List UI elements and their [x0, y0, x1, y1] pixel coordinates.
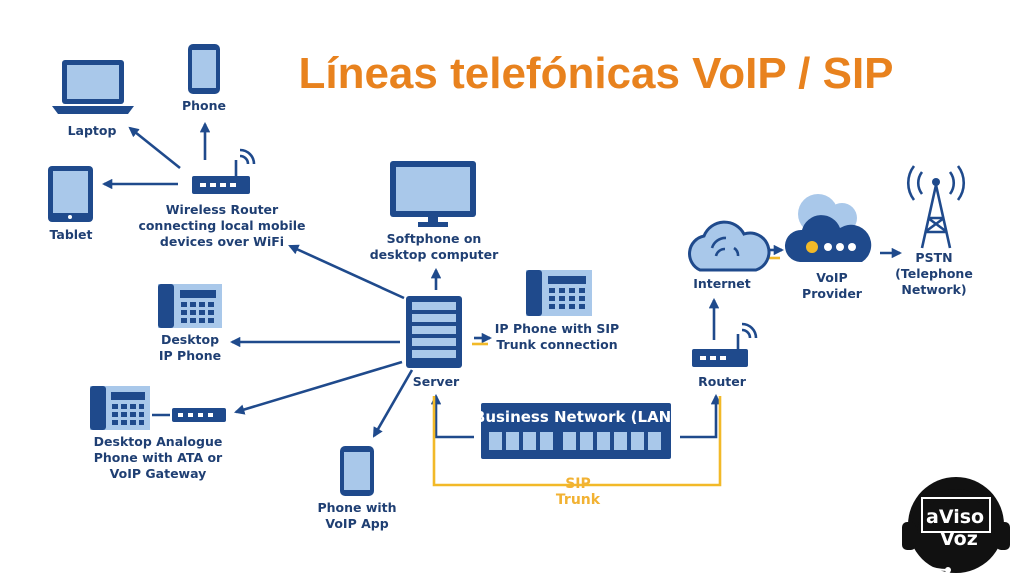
sip-trunk-label-2: Trunk	[556, 492, 601, 508]
arrow-server-to-wireless-router	[288, 244, 405, 300]
monitor-icon	[390, 161, 476, 227]
connector-lines	[101, 121, 903, 439]
tablet-icon	[48, 166, 93, 222]
business-network-label: Business Network (LAN)	[474, 408, 678, 426]
internet-label: Internet	[693, 276, 751, 291]
smartphone-icon	[188, 44, 220, 94]
ata-gateway-icon	[172, 408, 226, 422]
desk-phone-icon	[526, 270, 592, 316]
softphone-label-1: Softphone on	[387, 231, 482, 246]
ip-phone-sip-label-1: IP Phone with SIP	[495, 321, 619, 336]
arrow-server-to-phone-app	[372, 369, 414, 438]
analogue-label-3: VoIP Gateway	[110, 466, 207, 481]
voip-provider-label-2: Provider	[802, 286, 863, 301]
server-icon	[406, 296, 462, 368]
wireless-router-label-3: devices over WiFi	[160, 234, 284, 249]
wireless-router-icon	[192, 148, 256, 194]
business-network-lan	[481, 403, 671, 459]
arrow-lan-to-server	[430, 393, 474, 439]
arrow-server-to-ata	[234, 360, 403, 415]
tablet-label: Tablet	[49, 227, 92, 242]
desk-phone-icon	[158, 284, 222, 328]
transmission-tower-icon	[907, 165, 965, 249]
headset-logo: aViso Voz	[902, 477, 1010, 573]
softphone-label-2: desktop computer	[370, 247, 499, 262]
pstn-label-2: (Telephone	[895, 266, 973, 281]
server-label: Server	[413, 374, 460, 389]
cloud-icon	[688, 220, 771, 272]
analogue-label-2: Phone with ATA or	[94, 450, 223, 465]
sip-trunk-label-1: SIP	[565, 476, 591, 492]
pstn-label-1: PSTN	[915, 250, 952, 265]
desktop-ip-phone-label-2: IP Phone	[159, 348, 221, 363]
laptop-label: Laptop	[68, 123, 117, 138]
desktop-ip-phone-label-1: Desktop	[161, 332, 219, 347]
arrow-lan-to-router	[680, 393, 722, 439]
sip-trunk-line	[432, 396, 722, 487]
phone-label: Phone	[182, 98, 226, 113]
page-title: Líneas telefónicas VoIP / SIP	[298, 49, 893, 98]
arrow-router-to-laptop	[128, 126, 181, 170]
router-icon	[692, 322, 758, 367]
smartphone-icon	[340, 446, 374, 496]
voip-provider-label-1: VoIP	[816, 270, 847, 285]
logo-text-line1: aViso	[926, 506, 984, 528]
router-label: Router	[698, 374, 747, 389]
ip-phone-sip-label-2: Trunk connection	[496, 337, 617, 352]
analogue-label-1: Desktop Analogue	[94, 434, 223, 449]
desk-phone-icon	[90, 386, 150, 430]
phone-app-label-2: VoIP App	[325, 516, 388, 531]
phone-app-label-1: Phone with	[317, 500, 396, 515]
laptop-icon	[52, 60, 134, 114]
wireless-router-label-1: Wireless Router	[166, 202, 279, 217]
wireless-router-label-2: connecting local mobile	[138, 218, 305, 233]
pstn-label-3: Network)	[901, 282, 966, 297]
voip-provider-cloud-icon	[784, 194, 872, 262]
logo-text-line2: Voz	[940, 528, 978, 550]
